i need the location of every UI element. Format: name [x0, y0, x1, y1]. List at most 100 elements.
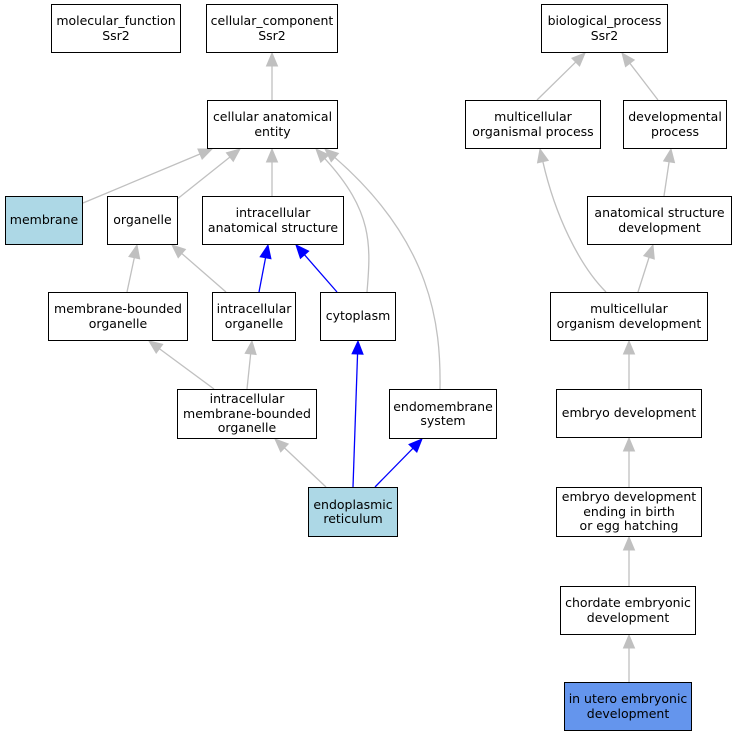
node-embryo-development[interactable]: embryo development: [556, 389, 702, 438]
node-label-line: multicellular: [590, 301, 668, 316]
edge-cytoplasm-to-cellular-anatomical-entity: [315, 148, 370, 293]
node-label-line: intracellular: [216, 301, 292, 316]
arrowhead-icon: [265, 147, 279, 163]
node-label-line: ending in birth: [583, 503, 675, 519]
edge-line: [258, 257, 267, 293]
arrowhead-icon: [351, 339, 364, 355]
node-label-line: cellular anatomical: [212, 109, 333, 124]
node-label-line: development: [586, 609, 670, 625]
arrowhead-icon: [295, 244, 310, 260]
node-organelle[interactable]: organelle: [107, 196, 178, 245]
node-label-line: entity: [254, 123, 291, 139]
edge-cellular-anatomical-entity-to-cellular-component: [265, 51, 279, 100]
edge-anatomical-structure-development-to-developmental-process: [662, 147, 676, 197]
node-label-line: reticulum: [323, 511, 383, 526]
arrowhead-icon: [244, 339, 257, 356]
node-cytoplasm[interactable]: cytoplasm: [320, 292, 396, 341]
edge-line: [663, 161, 670, 197]
node-label-line: Ssr2: [258, 27, 286, 43]
arrowhead-icon: [225, 148, 242, 163]
node-label-line: organelle: [224, 315, 284, 331]
node-label-line: endoplasmic: [313, 496, 393, 512]
arrowhead-icon: [324, 148, 340, 163]
arrowhead-icon: [265, 51, 279, 67]
node-label-line: molecular_function: [56, 13, 176, 28]
node-label-line: anatomical structure: [207, 219, 339, 235]
edge-line: [536, 61, 577, 101]
arrowhead-icon: [570, 52, 586, 67]
edge-intracellular-organelle-to-organelle: [171, 244, 227, 293]
arrowhead-icon: [259, 243, 272, 260]
edge-endoplasmic-reticulum-to-intracellular-membrane-bounded-organelle: [274, 438, 327, 488]
arrowhead-icon: [408, 438, 423, 454]
edge-membrane-bounded-organelle-to-organelle: [126, 243, 141, 293]
edge-line: [374, 447, 414, 488]
arrowhead-icon: [642, 243, 655, 260]
node-label-line: endomembrane: [393, 398, 493, 414]
node-label-line: embryo development: [561, 489, 697, 505]
node-label-line: cytoplasm: [325, 308, 391, 324]
edge-line: [637, 257, 650, 293]
arrowhead-icon: [622, 339, 636, 355]
arrowhead-icon: [622, 535, 636, 551]
node-label-line: multicellular: [494, 109, 572, 124]
edge-multicellular-organismal-process-to-biological-process: [536, 52, 586, 101]
node-label-line: Ssr2: [102, 27, 130, 43]
node-label-line: developmental: [628, 109, 722, 124]
node-label-line: chordate embryonic: [565, 595, 691, 610]
arrowhead-icon: [315, 148, 330, 164]
edge-line: [334, 157, 441, 390]
node-label-line: Ssr2: [590, 27, 619, 43]
node-label-line: anatomical structure: [594, 205, 725, 220]
node-label-line: process: [650, 123, 700, 139]
node-label-line: organelle: [217, 420, 277, 436]
arrowhead-icon: [622, 633, 636, 649]
node-label-line: biological_process: [547, 13, 662, 28]
edge-membrane-to-cellular-anatomical-entity: [82, 148, 214, 204]
arrowhead-icon: [171, 244, 187, 259]
arrowhead-icon: [662, 147, 676, 164]
edge-line: [542, 161, 607, 293]
edge-intracellular-membrane-bounded-organelle-to-membrane-bounded-organelle: [147, 340, 215, 390]
node-membrane[interactable]: membrane: [5, 196, 83, 245]
node-label-line: organism development: [556, 315, 702, 331]
edge-intracellular-membrane-bounded-organelle-to-intracellular-organelle: [244, 339, 257, 390]
node-label-line: intracellular: [235, 205, 311, 220]
node-label-line: cellular_component: [210, 13, 334, 28]
edge-line: [284, 447, 327, 488]
node-label-line: organelle: [88, 315, 148, 331]
arrowhead-icon: [622, 436, 636, 452]
edge-line: [246, 353, 252, 390]
edge-multicellular-organism-development-to-anatomical-structure-development: [637, 243, 655, 293]
node-label-line: development: [618, 219, 701, 235]
edge-line: [352, 353, 359, 488]
node-label-line: in utero embryonic: [568, 691, 688, 706]
arrowhead-icon: [274, 438, 290, 453]
node-label-line: membrane: [9, 212, 79, 228]
edge-chordate-embryonic-development-to-embryo-development-ending: [622, 535, 636, 586]
edge-line: [324, 158, 370, 293]
edge-line: [126, 257, 135, 293]
edge-endoplasmic-reticulum-to-cytoplasm: [351, 339, 364, 488]
arrowhead-icon: [147, 340, 164, 355]
node-label-line: embryo development: [561, 405, 697, 421]
